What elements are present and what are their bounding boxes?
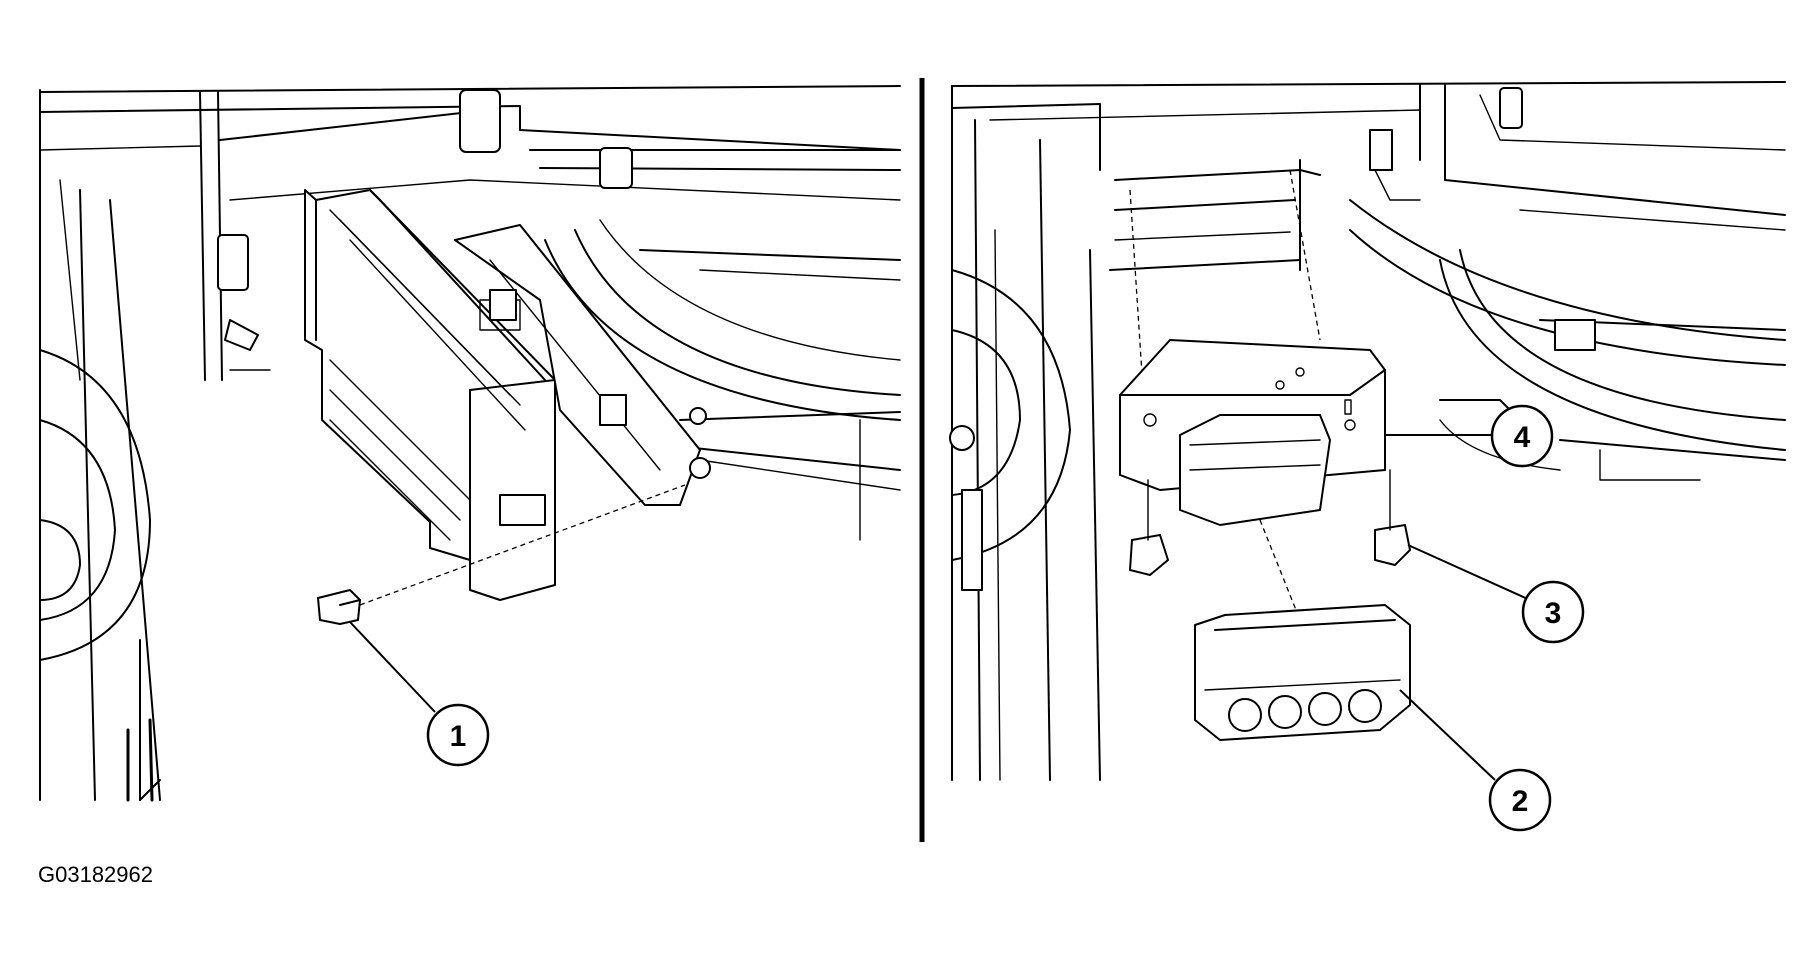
callout-4-label: 4 <box>1514 421 1531 454</box>
callout-4: 4 <box>1385 404 1554 468</box>
callout-1: 1 <box>349 621 490 767</box>
callout-3-label: 3 <box>1545 597 1562 630</box>
figure-id: G03182962 <box>38 862 153 887</box>
callout-3: 3 <box>1407 544 1585 644</box>
left-panel <box>39 85 901 802</box>
callout-2: 2 <box>1399 689 1552 832</box>
callout-2-label: 2 <box>1512 785 1529 818</box>
callout-1-label: 1 <box>450 720 467 753</box>
right-panel <box>949 81 1786 781</box>
